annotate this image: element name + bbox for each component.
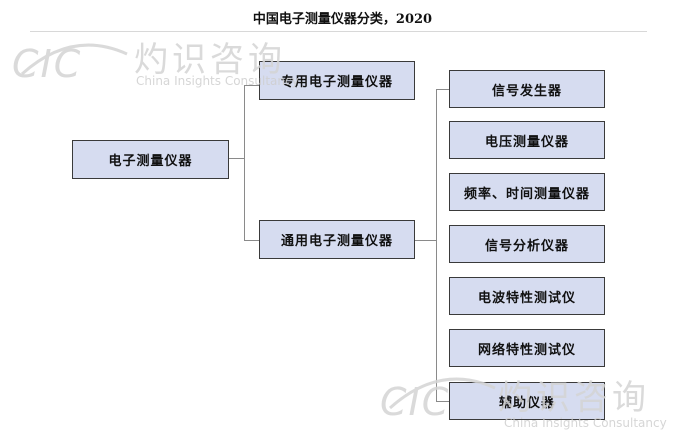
leaf-node: 频率、时间测量仪器 (449, 173, 605, 211)
leaf-node-label: 电压测量仪器 (484, 134, 569, 150)
branch-node-label: 通用电子测量仪器 (280, 234, 393, 249)
leaf-node: 辅助仪器 (449, 382, 605, 420)
leaf-node-label: 信号发生器 (491, 83, 562, 99)
leaf-node: 信号分析仪器 (449, 225, 605, 263)
connector-branch-2 (244, 240, 260, 241)
connector-root-vertical (244, 85, 245, 240)
leaf-node: 信号发生器 (449, 70, 605, 108)
branch-node-general: 通用电子测量仪器 (259, 220, 415, 259)
branch-node-dedicated: 专用电子测量仪器 (259, 61, 415, 100)
connector-root (228, 158, 244, 159)
watermark-logo: CIC (380, 380, 451, 424)
leaf-node-label: 电波特性测试仪 (477, 290, 576, 306)
leaf-node-label: 网络特性测试仪 (477, 342, 576, 358)
leaf-node: 电压测量仪器 (449, 121, 605, 159)
watermark-swoosh-icon (20, 43, 128, 76)
connector-leaf-7 (436, 401, 450, 402)
leaf-node-label: 信号分析仪器 (484, 238, 569, 254)
title-divider (30, 31, 647, 32)
leaf-node: 电波特性测试仪 (449, 277, 605, 315)
root-node-label: 电子测量仪器 (108, 154, 193, 169)
diagram-title: 中国电子测量仪器分类，2020 (252, 12, 433, 27)
leaf-node-label: 频率、时间测量仪器 (463, 186, 590, 202)
watermark-logo: CIC (12, 42, 83, 86)
leaf-node: 网络特性测试仪 (449, 329, 605, 367)
connector-branch-1 (244, 85, 260, 86)
branch-node-label: 专用电子测量仪器 (280, 75, 393, 90)
root-node: 电子测量仪器 (72, 140, 229, 179)
connector-leaves-vertical (436, 89, 437, 401)
leaf-node-label: 辅助仪器 (498, 395, 555, 411)
connector-leaf-1 (436, 89, 450, 90)
connector-general (414, 240, 436, 241)
